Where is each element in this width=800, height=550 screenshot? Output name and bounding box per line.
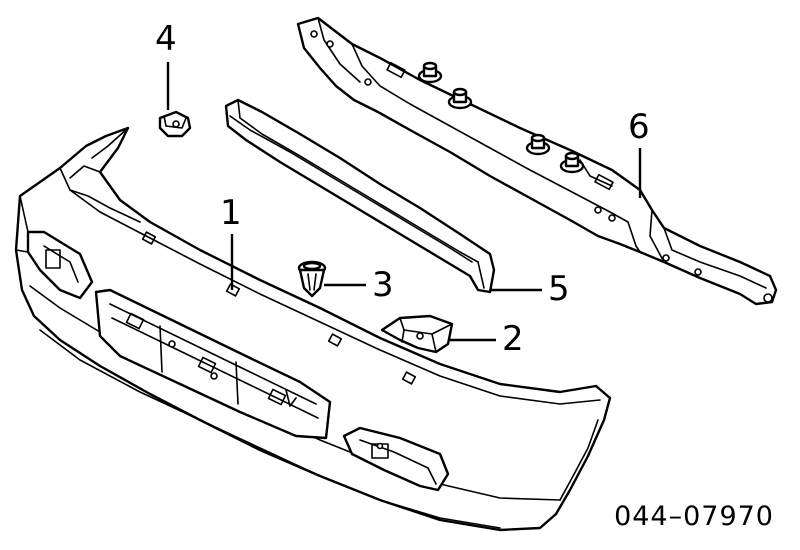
stud-c (525, 133, 551, 156)
part-3-push-pin (297, 260, 327, 298)
left-fog-lamp-opening (26, 230, 94, 300)
callout-4: 4 (155, 19, 177, 59)
right-fog-lamp-opening (342, 426, 450, 492)
part-5-retainer-strip (224, 98, 496, 294)
callout-2: 2 (502, 319, 524, 359)
callout-6: 6 (628, 107, 650, 147)
callout-1: 1 (220, 193, 242, 233)
stud-d (559, 151, 585, 174)
part-4-clip-nut (158, 110, 192, 138)
stud-a (417, 61, 443, 84)
part-6-reinforcement-bar (296, 16, 778, 306)
stud-b (447, 87, 473, 110)
part-1-bumper-cover (14, 126, 612, 532)
diagram-code: 044–07970 (614, 501, 774, 532)
part-2-bracket (380, 314, 454, 354)
callout-3: 3 (372, 265, 394, 305)
callout-5: 5 (548, 269, 570, 309)
center-grille-opening (94, 288, 332, 440)
